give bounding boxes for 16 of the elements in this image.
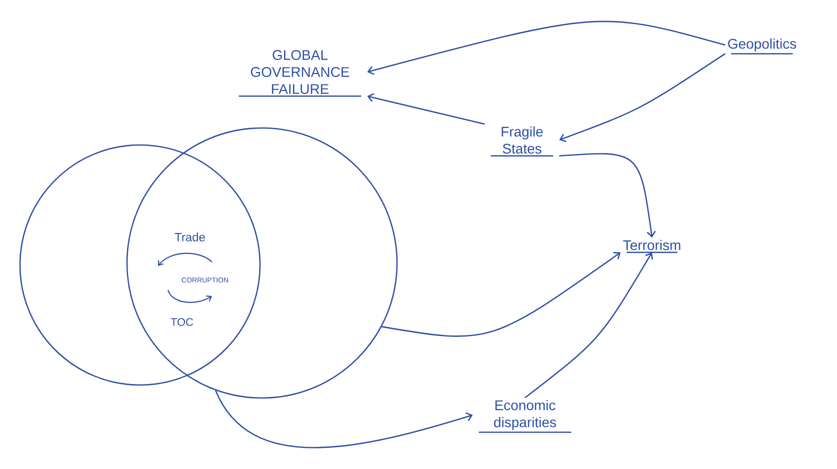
- arrow: [367, 93, 485, 125]
- circle: [19, 144, 261, 386]
- handwritten-label: Trade: [174, 232, 205, 242]
- handwritten-label: Geopolitics: [728, 38, 796, 54]
- arrow: [524, 252, 653, 398]
- handwritten-label: Fragile States: [490, 126, 554, 156]
- arrow: [559, 53, 726, 142]
- arrow: [382, 252, 621, 337]
- arrow: [215, 390, 473, 448]
- handwritten-label: Economic disparities: [478, 400, 572, 433]
- arrow: [367, 20, 726, 75]
- arrow: [559, 153, 656, 238]
- circle: [126, 127, 398, 399]
- handwritten-label: TOC: [170, 318, 194, 326]
- handwritten-label: Terrorism: [623, 240, 680, 253]
- handwritten-label: GLOBAL GOVERNANCE FAILURE: [238, 50, 362, 97]
